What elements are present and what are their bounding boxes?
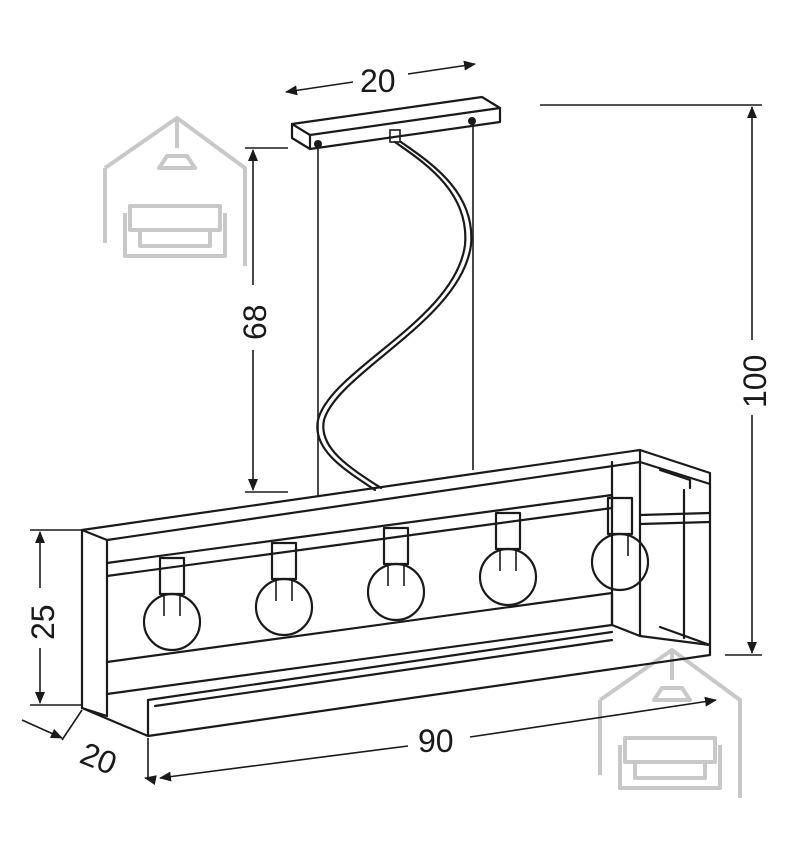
dimension-label-cable-length: 68 [237, 304, 273, 340]
dimension-frame-height: 25 [25, 529, 82, 706]
dimension-frame-length: 90 [159, 696, 717, 782]
house-sofa-watermark-icon [103, 116, 247, 266]
light-bulb [478, 511, 538, 607]
dimension-label-frame-height: 25 [25, 604, 61, 640]
dimension-label-canopy-width: 20 [360, 63, 396, 99]
dimension-label-frame-length: 90 [418, 723, 454, 759]
dimension-total-height: 100 [540, 104, 773, 656]
dimension-frame-depth: 20 [21, 709, 157, 786]
dimension-cable-length: 68 [237, 147, 288, 493]
light-bulb [254, 541, 314, 637]
power-cord [316, 140, 473, 492]
light-bulb [590, 496, 650, 592]
ceiling-canopy [290, 95, 502, 151]
light-bulb [142, 556, 202, 652]
light-bulbs [142, 496, 650, 652]
light-bulb [366, 526, 426, 622]
dimension-label-total-height: 100 [737, 355, 773, 408]
dimension-canopy-width: 20 [285, 60, 476, 99]
suspension-cables [317, 123, 474, 497]
lamp-frame [80, 448, 712, 738]
house-sofa-watermark-icon [598, 648, 742, 798]
dimension-label-frame-depth: 20 [75, 735, 121, 782]
